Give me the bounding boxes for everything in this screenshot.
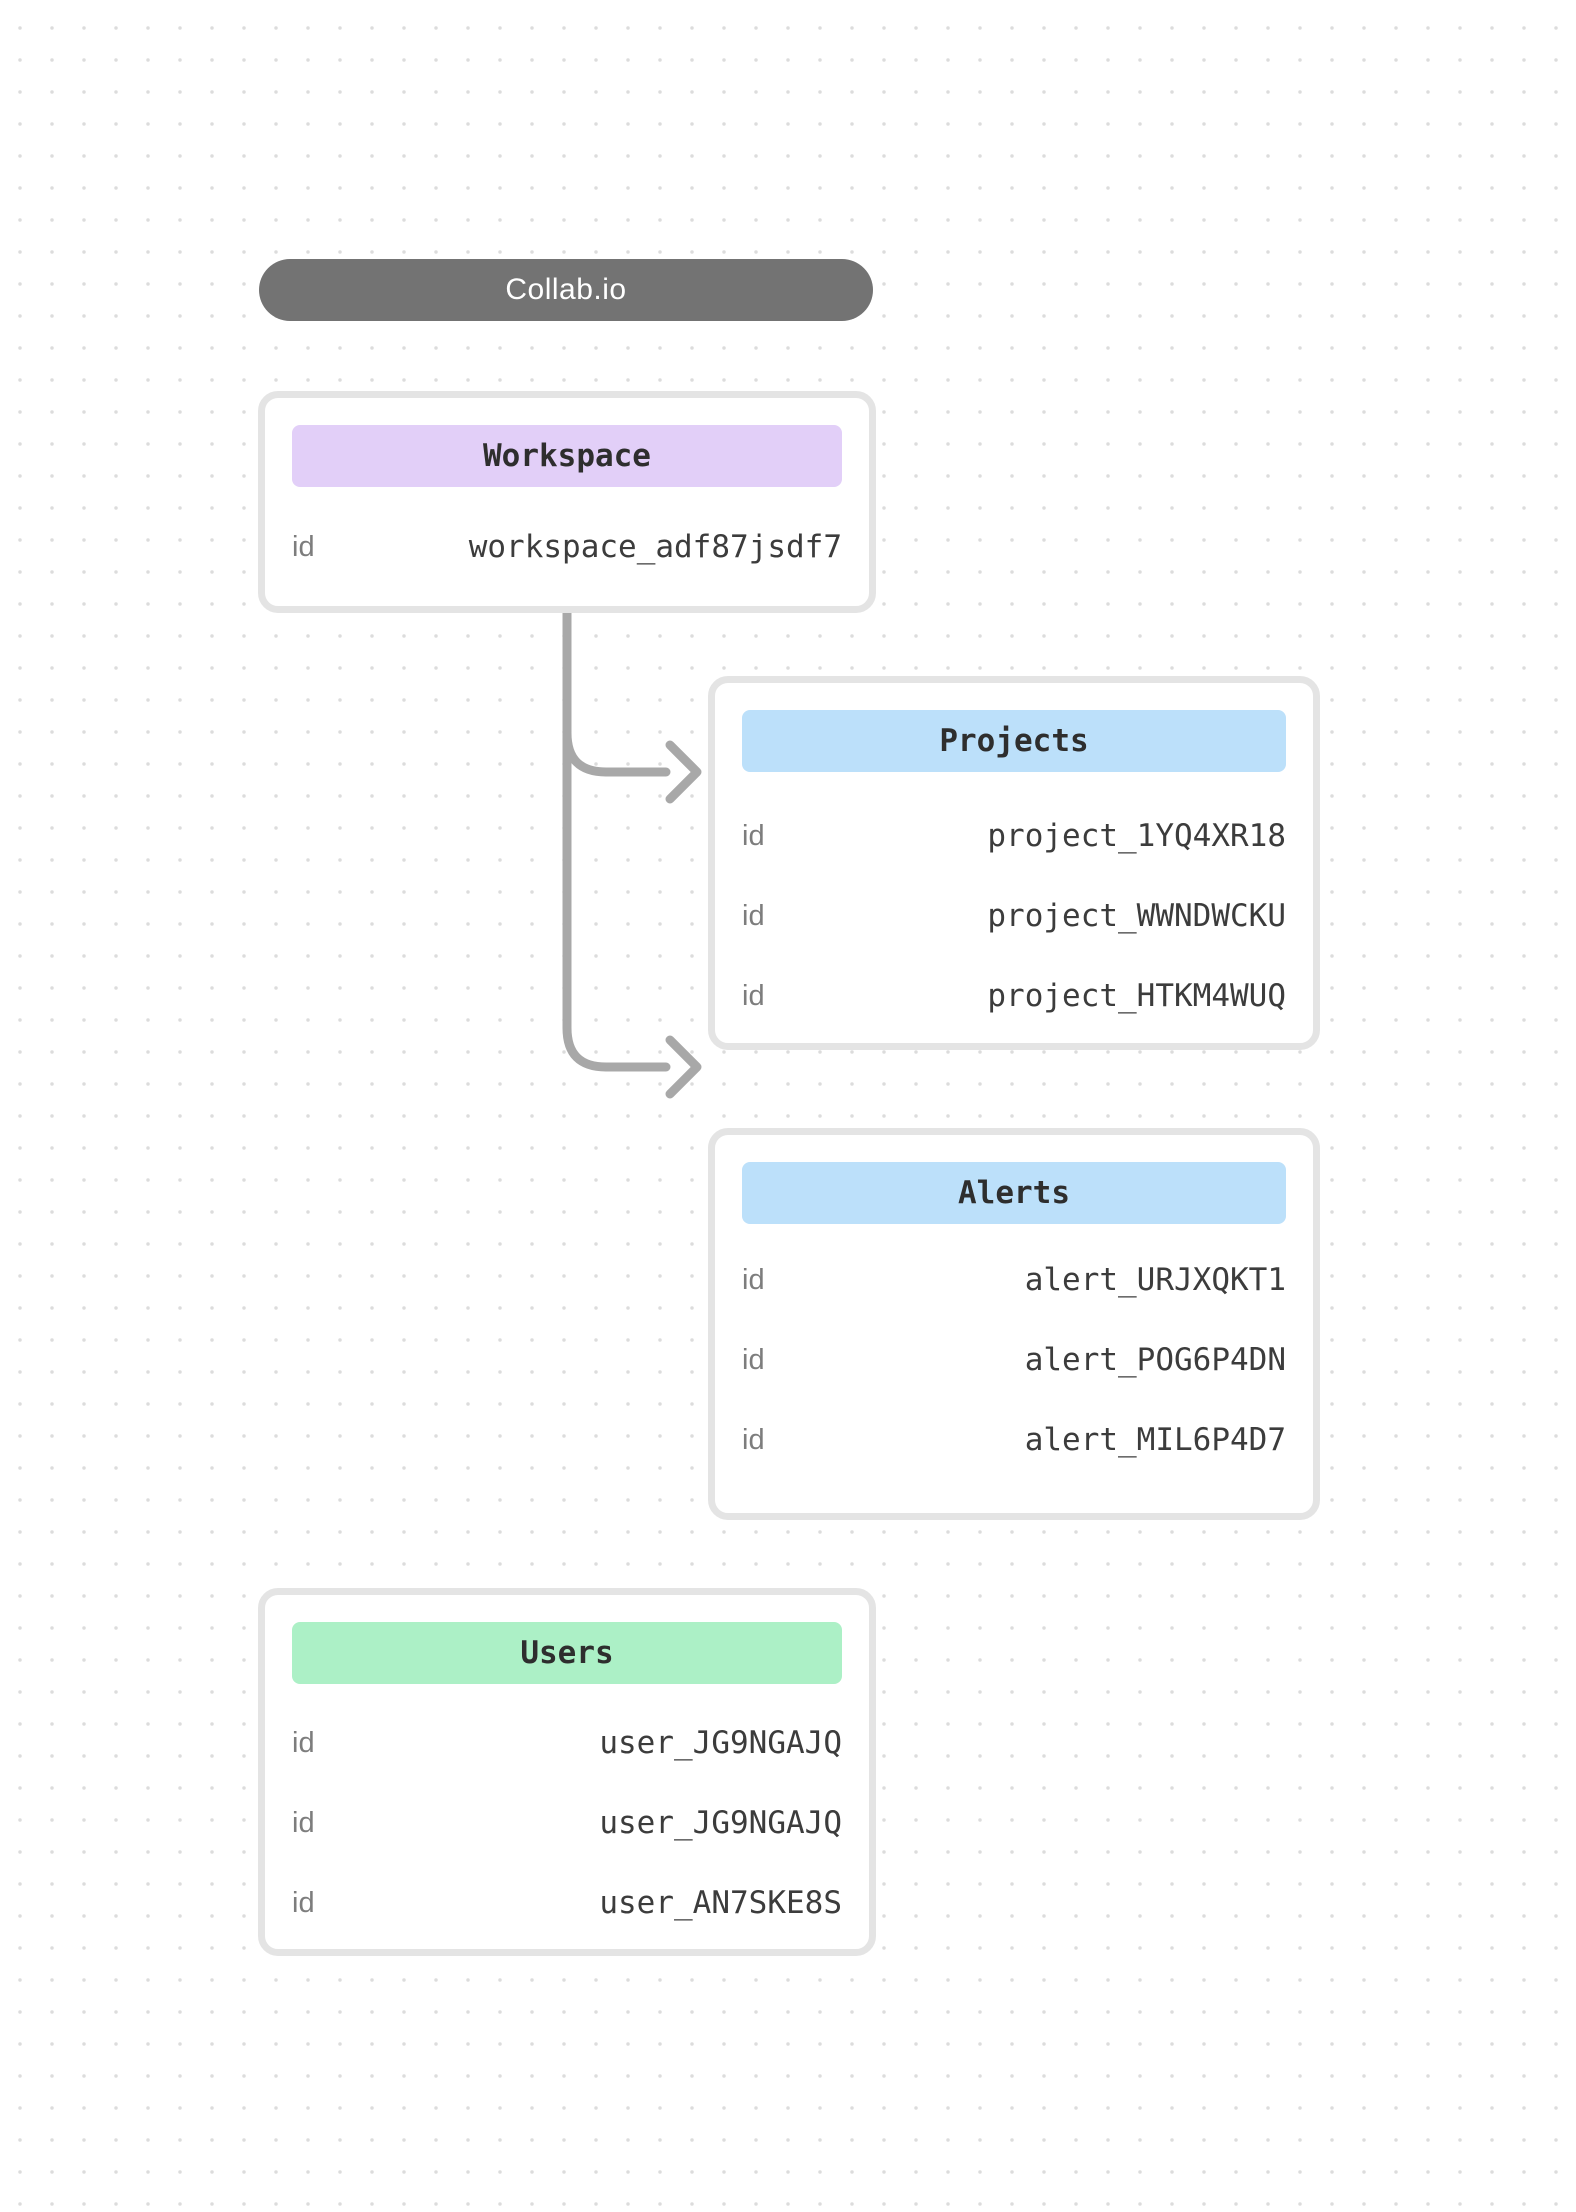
field-row: id alert_URJXQKT1 bbox=[742, 1240, 1286, 1320]
app-title-pill[interactable]: Collab.io bbox=[259, 259, 873, 321]
app-title: Collab.io bbox=[505, 273, 627, 306]
field-value: alert_URJXQKT1 bbox=[1024, 1262, 1286, 1298]
field-value: project_WWNDWCKU bbox=[987, 898, 1286, 934]
users-title: Users bbox=[520, 1635, 614, 1671]
node-alerts[interactable]: Alerts id alert_URJXQKT1 id alert_POG6P4… bbox=[708, 1128, 1320, 1520]
field-value: alert_POG6P4DN bbox=[1024, 1342, 1286, 1378]
alerts-title: Alerts bbox=[958, 1175, 1070, 1211]
field-key-label: id bbox=[742, 819, 765, 852]
field-row: id user_JG9NGAJQ bbox=[292, 1783, 842, 1863]
field-key-label: id bbox=[292, 1886, 315, 1919]
field-key-label: id bbox=[292, 1806, 315, 1839]
field-row: id project_1YQ4XR18 bbox=[742, 796, 1286, 876]
node-users[interactable]: Users id user_JG9NGAJQ id user_JG9NGAJQ … bbox=[258, 1588, 876, 1956]
field-key-label: id bbox=[742, 1343, 765, 1376]
field-value: workspace_adf87jsdf7 bbox=[468, 529, 842, 565]
workspace-rows: id workspace_adf87jsdf7 bbox=[292, 487, 842, 587]
field-row: id alert_POG6P4DN bbox=[742, 1320, 1286, 1400]
edge-workspace-to-projects bbox=[562, 728, 671, 777]
field-row: id user_JG9NGAJQ bbox=[292, 1703, 842, 1783]
field-row: id alert_MIL6P4D7 bbox=[742, 1400, 1286, 1480]
field-value: user_AN7SKE8S bbox=[599, 1885, 842, 1921]
arrowhead-alerts-icon bbox=[665, 1035, 702, 1099]
field-key-label: id bbox=[292, 1726, 315, 1759]
arrowhead-projects-icon bbox=[665, 740, 702, 804]
field-row: id project_HTKM4WUQ bbox=[742, 956, 1286, 1036]
field-key-label: id bbox=[742, 899, 765, 932]
workspace-header: Workspace bbox=[292, 425, 842, 487]
field-value: user_JG9NGAJQ bbox=[599, 1805, 842, 1841]
field-key-label: id bbox=[742, 1263, 765, 1296]
projects-rows: id project_1YQ4XR18 id project_WWNDWCKU … bbox=[742, 772, 1286, 1036]
field-value: project_HTKM4WUQ bbox=[987, 978, 1286, 1014]
alerts-header: Alerts bbox=[742, 1162, 1286, 1224]
field-value: alert_MIL6P4D7 bbox=[1024, 1422, 1286, 1458]
field-key-label: id bbox=[742, 1423, 765, 1456]
users-rows: id user_JG9NGAJQ id user_JG9NGAJQ id use… bbox=[292, 1684, 842, 1943]
field-value: project_1YQ4XR18 bbox=[987, 818, 1286, 854]
projects-title: Projects bbox=[939, 723, 1089, 759]
alerts-rows: id alert_URJXQKT1 id alert_POG6P4DN id a… bbox=[742, 1224, 1286, 1480]
users-header: Users bbox=[292, 1622, 842, 1684]
field-row: id workspace_adf87jsdf7 bbox=[292, 507, 842, 587]
field-row: id user_AN7SKE8S bbox=[292, 1863, 842, 1943]
field-value: user_JG9NGAJQ bbox=[599, 1725, 842, 1761]
field-key-label: id bbox=[292, 530, 315, 563]
node-workspace[interactable]: Workspace id workspace_adf87jsdf7 bbox=[258, 391, 876, 613]
node-projects[interactable]: Projects id project_1YQ4XR18 id project_… bbox=[708, 676, 1320, 1050]
workspace-title: Workspace bbox=[483, 438, 651, 474]
field-row: id project_WWNDWCKU bbox=[742, 876, 1286, 956]
field-key-label: id bbox=[742, 979, 765, 1012]
projects-header: Projects bbox=[742, 710, 1286, 772]
edge-workspace-to-alerts bbox=[562, 608, 671, 1072]
